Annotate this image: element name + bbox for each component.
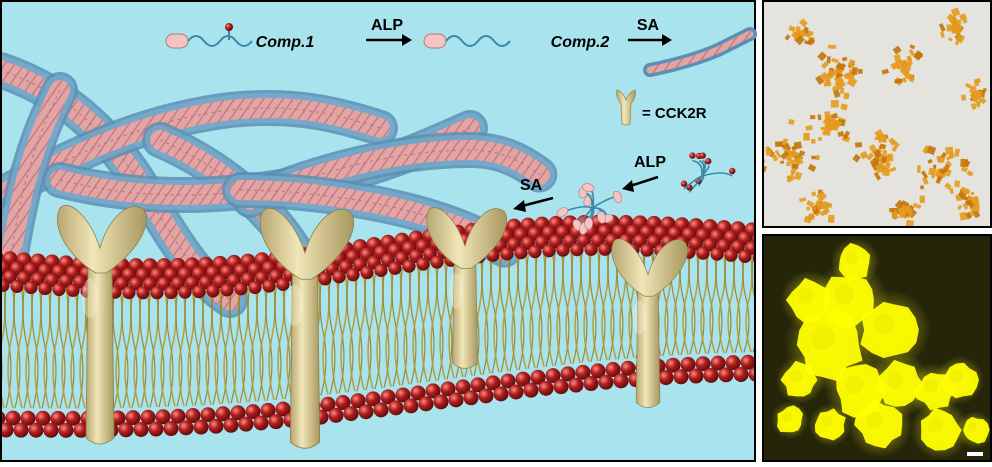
crystal-aggregates — [764, 7, 987, 226]
peptide-icon — [680, 152, 736, 193]
cck2r-receptors — [57, 205, 688, 449]
scale-bar-icon — [967, 452, 983, 456]
arrow-icon — [628, 34, 672, 46]
assembly-label-side: SA — [520, 177, 543, 194]
fiber-icon — [643, 27, 757, 77]
enzyme-label-top: ALP — [371, 17, 403, 34]
compound2-label: Comp.2 — [551, 34, 610, 51]
peptide-icon — [556, 183, 623, 235]
arrow-icon — [513, 196, 554, 212]
enzyme-label-side: ALP — [634, 154, 666, 171]
arrow-icon — [622, 175, 659, 192]
fluorescent-cells — [771, 237, 990, 460]
compound1-molecule-icon — [165, 23, 253, 49]
assembly-label-top: SA — [637, 17, 660, 34]
receptor-legend-label: = CCK2R — [642, 105, 707, 122]
compound1-label: Comp.1 — [256, 34, 315, 51]
receptor-icon — [616, 89, 636, 126]
reaction-scheme: Comp.1 ALP Comp.2 SA — [165, 17, 757, 235]
fluorescence-panel — [762, 234, 992, 462]
compound2-molecule-icon — [423, 33, 511, 49]
micrograph-panel — [762, 0, 992, 228]
schematic-panel: Comp.1 ALP Comp.2 SA — [0, 0, 757, 462]
arrow-icon — [366, 34, 412, 46]
